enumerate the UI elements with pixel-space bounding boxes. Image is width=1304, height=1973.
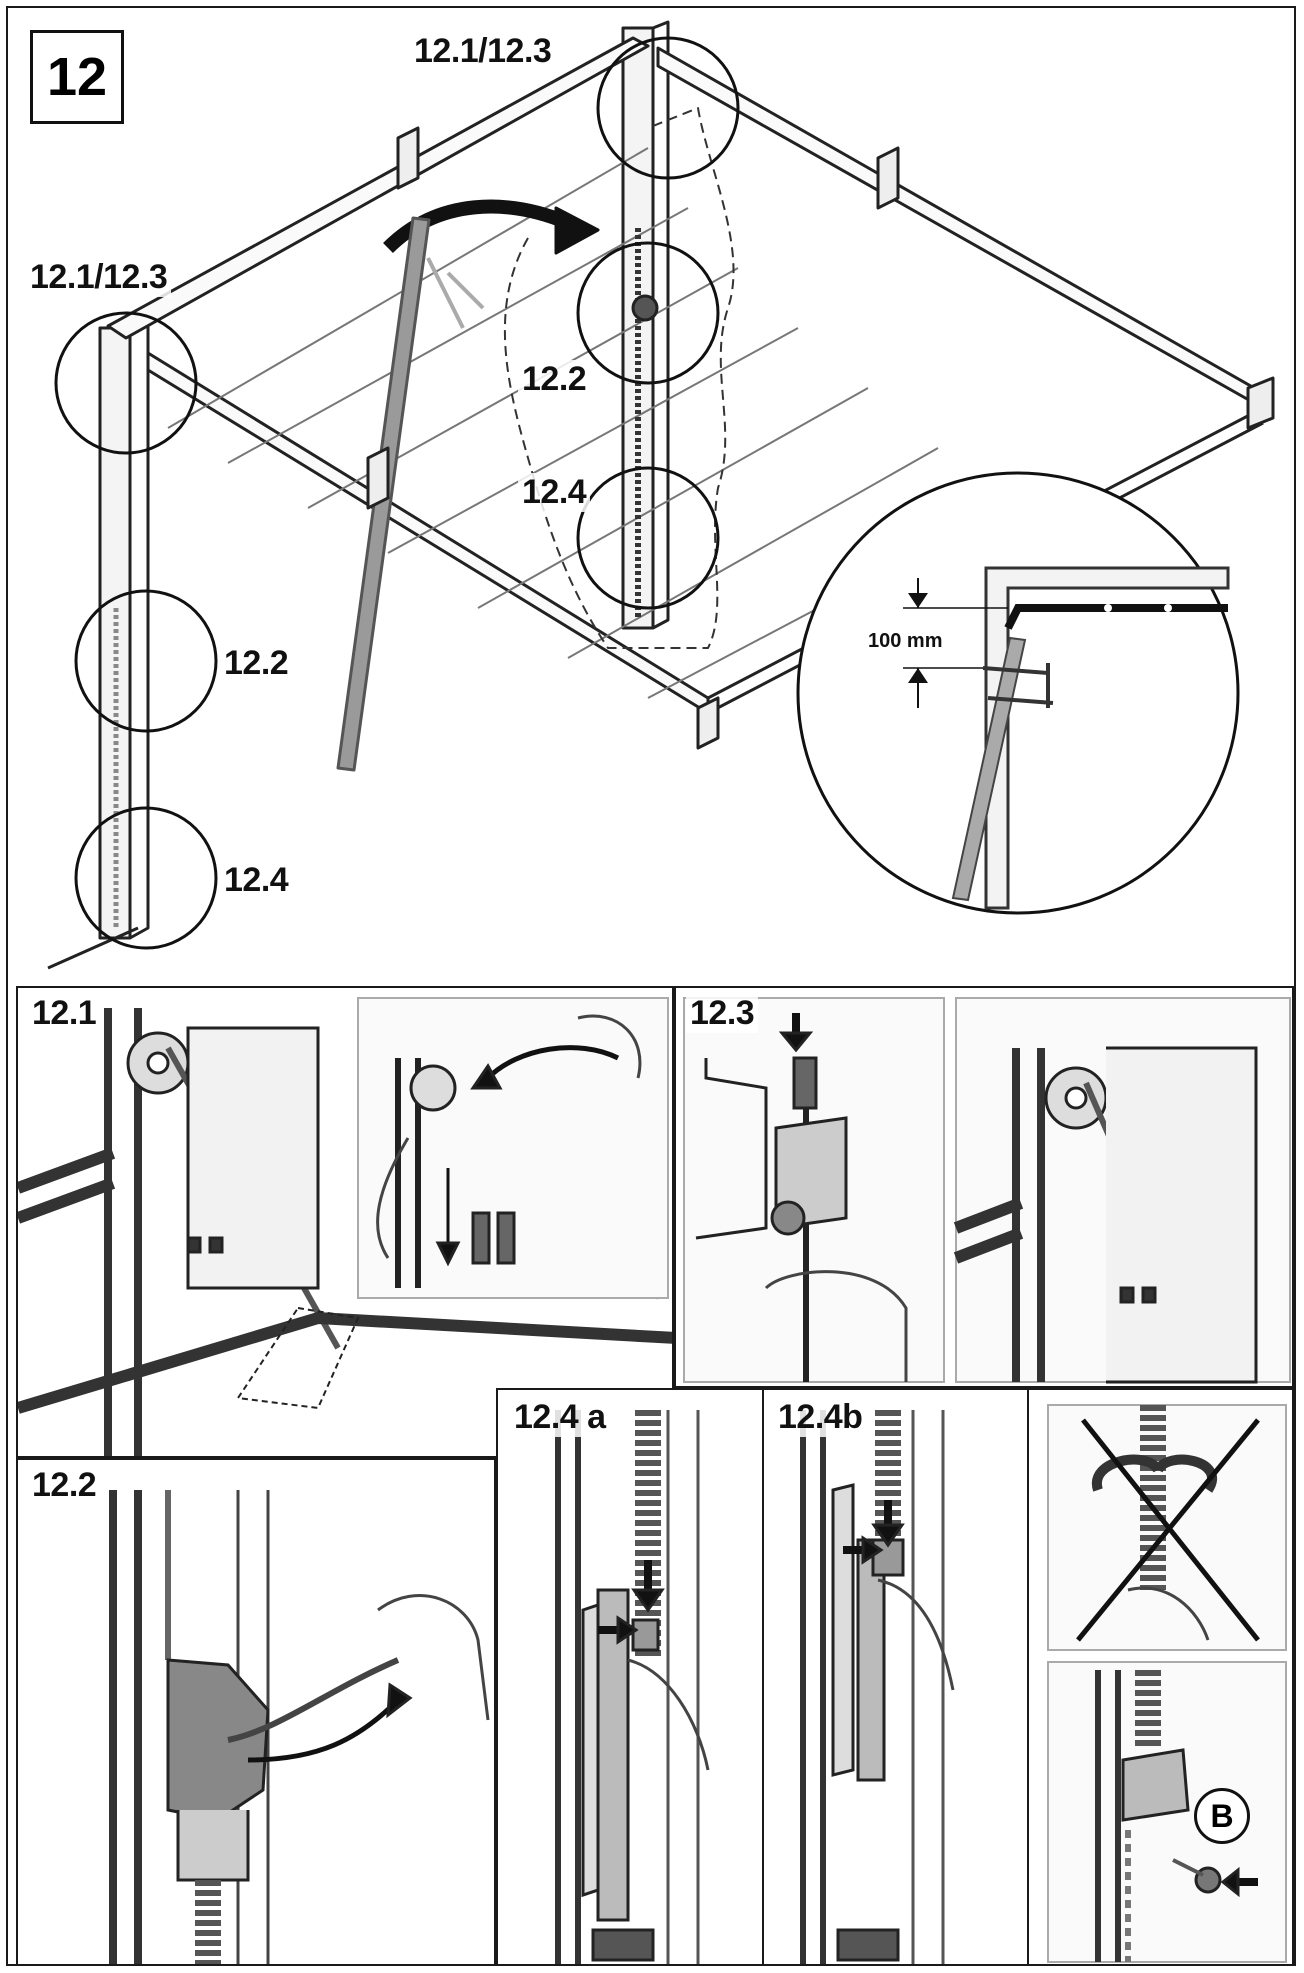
panel-12-2-label: 12.2	[28, 1466, 101, 1505]
callout-label-left-low: 12.4	[220, 861, 293, 900]
instruction-sheet: 12 12.1/12.3 12.1/12.3 12.2 12.4 12.2 12…	[6, 6, 1296, 1966]
panel-12-3-label: 12.3	[686, 994, 759, 1033]
callout-label-right-low: 12.4	[518, 473, 591, 512]
panel-12-4b-label: 12.4b	[774, 1398, 867, 1437]
cable-clamp-drawing	[683, 997, 1291, 1384]
callout-label-left: 12.1/12.3	[26, 258, 172, 297]
garage-door-overview-drawing	[47, 20, 1275, 970]
spring-bracket-drawing	[109, 1490, 490, 1964]
step-number: 12	[30, 30, 124, 124]
spring-adjust-drawings	[555, 1390, 1287, 1964]
panel-12-4a-label: 12.4 a	[510, 1398, 610, 1437]
overview-panel: 12 12.1/12.3 12.1/12.3 12.2 12.4 12.2 12…	[8, 8, 1294, 980]
panel-12-1: 12.1	[16, 986, 674, 1458]
badge-b: B	[1194, 1788, 1250, 1844]
pulley-detail-drawing	[18, 997, 672, 1456]
callout-label-right-mid: 12.2	[518, 360, 591, 399]
callout-label-top: 12.1/12.3	[410, 32, 556, 71]
panel-12-1-label: 12.1	[28, 994, 101, 1033]
callout-label-left-mid: 12.2	[220, 644, 293, 683]
panel-12-2: 12.2	[16, 1458, 496, 1966]
dimension-label: 100 mm	[864, 630, 947, 653]
panel-12-4: 12.4 a 12.4b B	[496, 1388, 1294, 1966]
panel-12-3: 12.3	[674, 986, 1294, 1388]
